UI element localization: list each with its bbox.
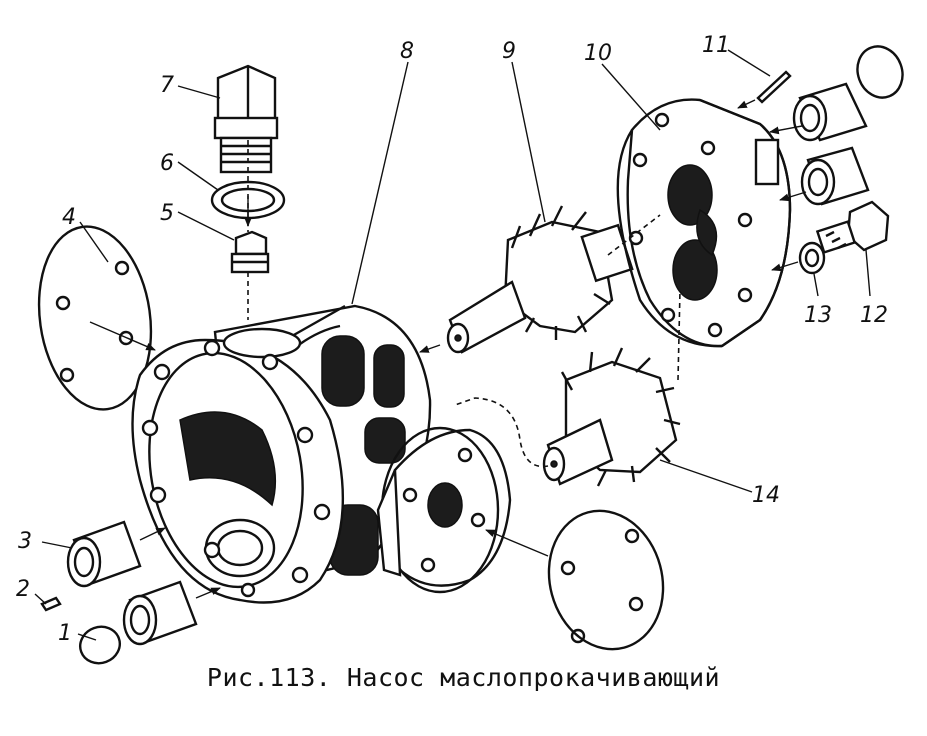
- figure-caption: Рис.113. Насос маслопрокачивающий: [206, 663, 721, 692]
- callout-numbers: 1 2 3 4 5 6 7 8 9 10 11 12 13 14: [16, 33, 888, 646]
- callout-13: 13: [804, 303, 832, 328]
- assembly-arrow-bushing-lower: [779, 191, 807, 202]
- assembly-line-drive-gear: [607, 214, 661, 256]
- callout-1: 1: [58, 621, 72, 646]
- callout-leaders: [34, 49, 871, 641]
- assembly-arrow-bushing-left-1: [139, 527, 166, 541]
- part-11-pin: [737, 70, 792, 109]
- part-3-bushing: [66, 520, 142, 588]
- assembly-arrow-shaft: [419, 344, 441, 353]
- part-13-washer: [798, 241, 826, 275]
- callout-6: 6: [160, 151, 174, 176]
- callout-11: 11: [702, 33, 730, 58]
- part-8-pump-housing: [131, 304, 432, 604]
- callout-3: 3: [18, 529, 32, 554]
- callout-14: 14: [752, 483, 780, 508]
- part-12-bolt: [815, 200, 890, 254]
- bushing-lower-right: [800, 146, 870, 206]
- bushing-upper-right: [792, 82, 868, 142]
- callout-2: 2: [16, 577, 30, 602]
- part-4-gasket-left: [37, 225, 153, 411]
- callout-4: 4: [62, 205, 76, 230]
- assembly-arrow-bushing-left-2: [195, 587, 221, 599]
- assembly-line-cover: [677, 289, 681, 381]
- callout-7: 7: [160, 73, 174, 98]
- assembly-arrow-right-gasket: [485, 529, 549, 557]
- part-2-pin: [40, 596, 62, 612]
- callout-12: 12: [860, 303, 888, 328]
- front-cover-plate: [376, 426, 512, 594]
- bushing-lower-left: [122, 580, 198, 646]
- part-10-cover-plate: [616, 98, 792, 348]
- callout-9: 9: [502, 39, 516, 64]
- assembly-line-driven-gear: [454, 397, 549, 468]
- callout-5: 5: [160, 201, 174, 226]
- part-14-driven-gear: [542, 347, 681, 487]
- callout-8: 8: [400, 39, 414, 64]
- part-1-cap-disc: [79, 625, 121, 665]
- assembly-arrow-bushing-upper: [769, 125, 803, 135]
- assembly-arrow-left-gasket: [89, 321, 156, 351]
- part-7-threaded-plug: [213, 64, 279, 174]
- cap-disc-upper-right: [856, 45, 904, 99]
- gasket-right: [547, 509, 665, 651]
- part-5-valve: [230, 230, 270, 274]
- assembly-arrow-bolt: [771, 261, 799, 272]
- callout-10: 10: [584, 41, 612, 66]
- part-9-drive-gear: [446, 205, 634, 354]
